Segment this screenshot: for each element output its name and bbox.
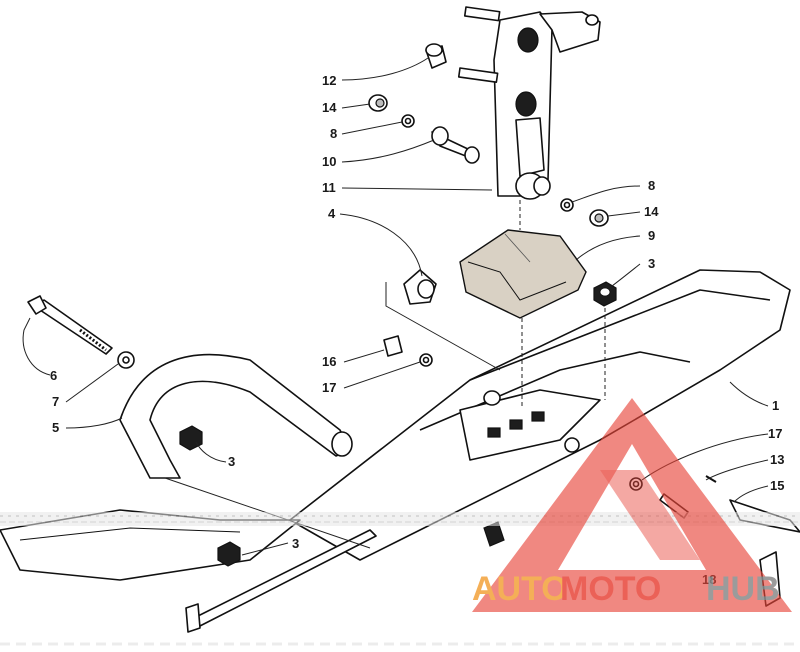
damper-block [459, 229, 587, 319]
washer-8-left [401, 114, 415, 128]
nut-3-handle [179, 425, 203, 451]
callout-4: 4 [328, 206, 336, 221]
washer-17-right [629, 477, 643, 491]
cap-4 [403, 269, 437, 305]
bushing-14-left [368, 94, 388, 112]
callout-14: 14 [322, 100, 337, 115]
nut-3-lower [217, 541, 241, 567]
callout-16: 16 [322, 354, 336, 369]
washer-7 [117, 351, 135, 369]
wear-bar [185, 529, 377, 633]
callout-12: 12 [322, 73, 336, 88]
nut-3-top [593, 281, 617, 307]
watermark-text-hub: HUB [706, 570, 780, 608]
callout-9: 9 [648, 228, 655, 243]
callout-14: 14 [644, 204, 659, 219]
washer-17-left [419, 353, 433, 367]
watermark-triangle [472, 398, 792, 612]
callout-3: 3 [292, 536, 299, 551]
bushing-14-right [589, 209, 609, 227]
spindle-bracket [431, 6, 601, 200]
watermark-logo: AUTO MOTO HUB [472, 398, 792, 612]
bushing-16 [383, 335, 403, 357]
callout-1: 1 [772, 398, 779, 413]
callout-8: 8 [648, 178, 655, 193]
callout-11: 11 [322, 180, 336, 195]
callout-10: 10 [322, 154, 336, 169]
callout-3: 3 [228, 454, 235, 469]
callout-7: 7 [52, 394, 59, 409]
scan-noise-band [0, 512, 800, 646]
washer-8-right [560, 198, 574, 212]
watermark-text-moto: MOTO [560, 570, 661, 608]
callout-6: 6 [50, 368, 57, 383]
ski-handle [119, 353, 353, 479]
callout-8: 8 [330, 126, 337, 141]
callout-5: 5 [52, 420, 59, 435]
bolt-6 [27, 295, 113, 355]
callout-13: 13 [770, 452, 784, 467]
callout-15: 15 [770, 478, 784, 493]
callout-3: 3 [648, 256, 655, 271]
callout-17: 17 [322, 380, 336, 395]
watermark-text-auto: AUTO [472, 570, 568, 608]
callout-17: 17 [768, 426, 782, 441]
ski-body [0, 269, 791, 581]
cap-nut-12 [425, 43, 447, 69]
